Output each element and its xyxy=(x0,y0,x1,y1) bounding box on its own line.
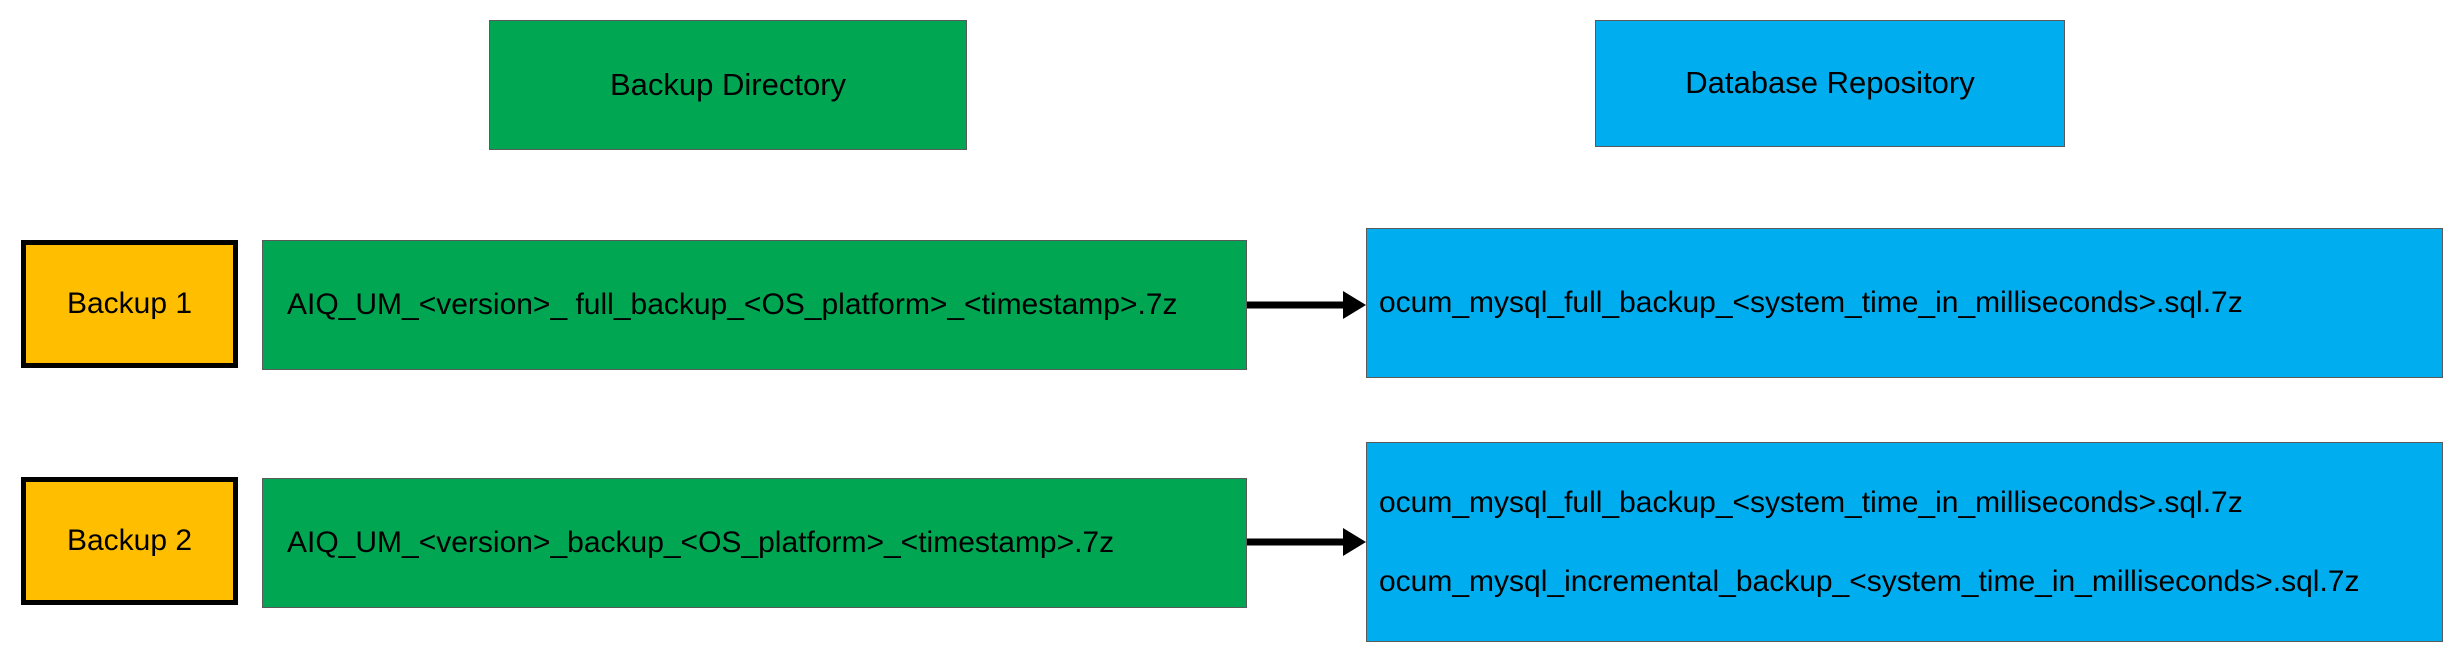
repository-file-name-1-1: ocum_mysql_full_backup_<system_time_in_m… xyxy=(1379,286,2243,320)
arrow-right-icon xyxy=(1247,291,1366,319)
flow-arrow-1 xyxy=(1247,290,1366,320)
backup-label-2: Backup 2 xyxy=(66,524,193,558)
column-header-backup-directory-label: Backup Directory xyxy=(609,66,847,102)
backup-file-box-2: AIQ_UM_<version>_backup_<OS_platform>_<t… xyxy=(262,478,1247,608)
backup-file-name-1: AIQ_UM_<version>_ full_backup_<OS_platfo… xyxy=(287,288,1178,322)
repository-file-name-2-1: ocum_mysql_full_backup_<system_time_in_m… xyxy=(1379,485,2243,519)
backup-file-box-1: AIQ_UM_<version>_ full_backup_<OS_platfo… xyxy=(262,240,1247,370)
column-header-database-repository-label: Database Repository xyxy=(1685,65,1975,101)
backup-label-1: Backup 1 xyxy=(66,287,193,321)
column-header-backup-directory: Backup Directory xyxy=(489,20,967,150)
column-header-database-repository: Database Repository xyxy=(1595,20,2065,147)
backup-label-box-1: Backup 1 xyxy=(21,240,238,368)
arrow-right-icon xyxy=(1247,528,1366,556)
repository-file-box-1: ocum_mysql_full_backup_<system_time_in_m… xyxy=(1366,228,2443,378)
backup-label-box-2: Backup 2 xyxy=(21,477,238,605)
backup-file-name-2: AIQ_UM_<version>_backup_<OS_platform>_<t… xyxy=(287,526,1115,560)
repository-file-box-2: ocum_mysql_full_backup_<system_time_in_m… xyxy=(1366,442,2443,642)
flow-arrow-2 xyxy=(1247,527,1366,557)
repository-file-name-2-2: ocum_mysql_incremental_backup_<system_ti… xyxy=(1379,565,2360,598)
